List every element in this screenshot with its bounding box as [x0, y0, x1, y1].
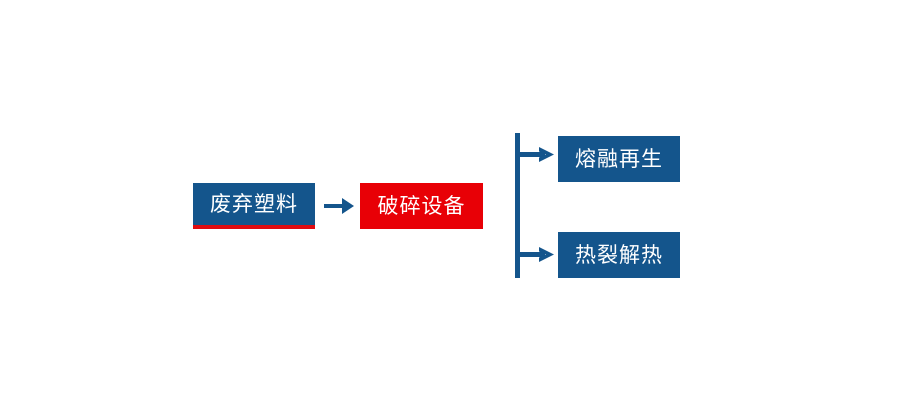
node-melt-recycle-label: 熔融再生 — [575, 146, 663, 171]
node-waste-plastic-label: 废弃塑料 — [210, 191, 298, 216]
branch-arrow-top-icon — [520, 147, 554, 162]
node-pyrolysis[interactable]: 热裂解热 — [558, 232, 680, 278]
arrow-right-icon — [324, 194, 354, 218]
node-pyrolysis-label: 热裂解热 — [575, 242, 663, 267]
branch-trunk-line — [515, 133, 520, 278]
branch-connector — [506, 126, 560, 286]
node-melt-recycle[interactable]: 熔融再生 — [558, 136, 680, 182]
node-waste-plastic[interactable]: 废弃塑料 — [193, 183, 315, 229]
node-crusher-label: 破碎设备 — [377, 193, 466, 218]
branch-arrow-bottom-icon — [520, 247, 554, 262]
node-crusher[interactable]: 破碎设备 — [360, 183, 483, 229]
